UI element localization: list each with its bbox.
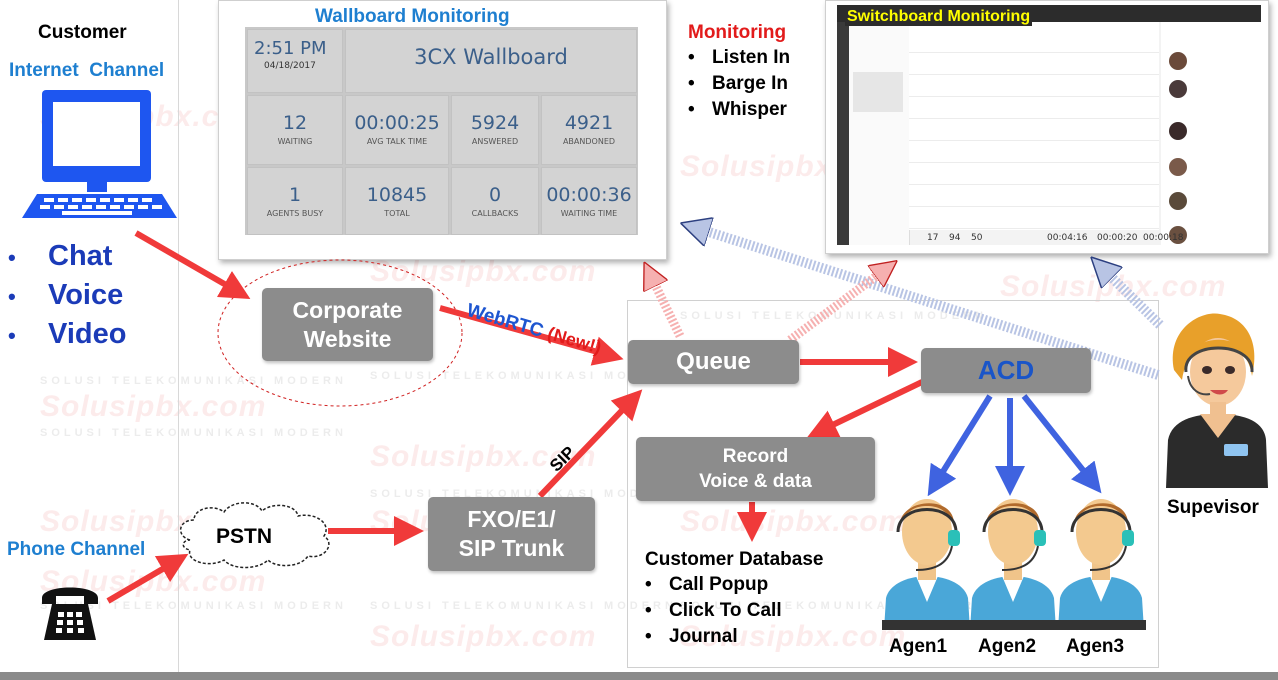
website-highlight-ellipse (217, 259, 463, 407)
switchboard-nav (849, 22, 910, 245)
media-item: •Video (8, 318, 127, 350)
customer-title: Customer (38, 22, 127, 43)
switchboard-table (909, 22, 1159, 230)
computer-icon (22, 90, 177, 218)
watermark-tagline: SOLUSI TELEKOMUNIKASI MODERN (40, 427, 347, 439)
queue-to-switchboard-arrow (787, 266, 890, 344)
watermark-text: Solusipbx.com (370, 620, 597, 653)
monitoring-item: •Whisper (688, 99, 787, 120)
supervisor-label: Supevisor (1167, 497, 1259, 518)
agent-label: Agen1 (889, 636, 948, 657)
agent-avatar-icon (968, 499, 1058, 630)
monitoring-item: •Barge In (688, 73, 789, 94)
watermark-tagline: SOLUSI TELEKOMUNIKASI MODERN (680, 310, 987, 322)
acd-box: ACD (921, 348, 1091, 393)
media-item: •Chat (8, 240, 113, 272)
database-list: •Call Popup •Click To Call •Journal (645, 574, 782, 652)
wallboard-title: Wallboard Monitoring (315, 6, 510, 27)
acd-to-agen3-arrow (1021, 394, 1102, 494)
record-box: Record Voice & data (636, 437, 875, 501)
pstn-cloud-shape (180, 502, 330, 569)
wallboard-time: 2:51 PM (254, 38, 327, 59)
agent-avatar-icon (1056, 499, 1146, 630)
wallboard-panel: Wallboard Monitoring 2:51 PM 04/18/2017 … (218, 0, 667, 260)
corporate-website-box: Corporate Website (262, 288, 433, 361)
supervisor-avatar-icon (1166, 313, 1268, 488)
switchboard-footer: 17 94 50 00:04:16 00:00:20 00:00:18 (927, 233, 1184, 243)
watermark-text: Solusipbx.com (680, 620, 907, 653)
agent-avatar-icon (882, 499, 972, 630)
media-item: •Voice (8, 279, 124, 311)
computer-to-website-arrow (134, 230, 251, 299)
wallboard-clock: 2:51 PM 04/18/2017 (247, 29, 343, 93)
sip-trunk-box: FXO/E1/ SIP Trunk (428, 497, 595, 571)
switchboard-agents (1161, 22, 1261, 245)
wallboard-header: 3CX Wallboard (345, 29, 637, 93)
watermark-text: Solusipbx.com (680, 505, 907, 538)
watermark-tagline: SOLUSI TELEKOMUNIKASI MODERN (370, 370, 677, 382)
pstn-label: PSTN (216, 525, 273, 548)
monitoring-title: Monitoring (688, 22, 787, 43)
database-item: •Journal (645, 626, 738, 647)
switchboard-title: Switchboard Monitoring (845, 8, 1033, 26)
queue-box: Queue (628, 340, 799, 384)
database-title: Customer Database (645, 549, 824, 570)
wallboard-date: 04/18/2017 (264, 61, 316, 71)
watermark-text: Solusipbx.com (370, 440, 597, 473)
trunk-to-queue-arrow (537, 389, 643, 499)
database-item: •Click To Call (645, 600, 782, 621)
acd-to-agen1-arrow (927, 394, 993, 497)
acd-to-record-arrow (807, 379, 924, 438)
monitoring-list: •Listen In •Barge In •Whisper (688, 47, 790, 125)
database-item: •Call Popup (645, 574, 769, 595)
watermark-text: Solusipbx.com (370, 255, 597, 288)
watermark-text: Solusipbx.com (40, 390, 267, 423)
website-to-queue-arrow (439, 305, 624, 366)
monitoring-item: •Listen In (688, 47, 791, 68)
backend-frame (627, 300, 1159, 668)
switchboard-sidebar (837, 22, 849, 245)
supervisor-to-switchboard-arrow (1098, 264, 1164, 329)
media-list: •Chat •Voice •Video (8, 240, 126, 357)
phone-channel-label: Phone Channel (7, 539, 146, 560)
queue-to-wallboard-arrow (648, 270, 685, 338)
internet-channel-label: Internet Channel (9, 60, 165, 81)
agent-label: Agen2 (978, 636, 1037, 657)
agent-label: Agen3 (1066, 636, 1125, 657)
watermark-tagline: SOLUSI TELEKOMUNIKASI MODERN (40, 375, 347, 387)
watermark-tagline: SOLUSI TELEKOMUNIKASI MODERN (370, 600, 677, 612)
telephone-icon (42, 587, 98, 640)
phone-to-pstn-arrow (106, 553, 189, 604)
left-divider (178, 0, 179, 672)
switchboard-screen: 17 94 50 00:04:16 00:00:20 00:00:18 (837, 5, 1261, 245)
bottom-bar (0, 672, 1278, 680)
switchboard-panel: 17 94 50 00:04:16 00:00:20 00:00:18 Swit… (825, 0, 1269, 254)
watermark-tagline: SOLUSI TELEKOMUNIKASI MODERN (40, 600, 347, 612)
